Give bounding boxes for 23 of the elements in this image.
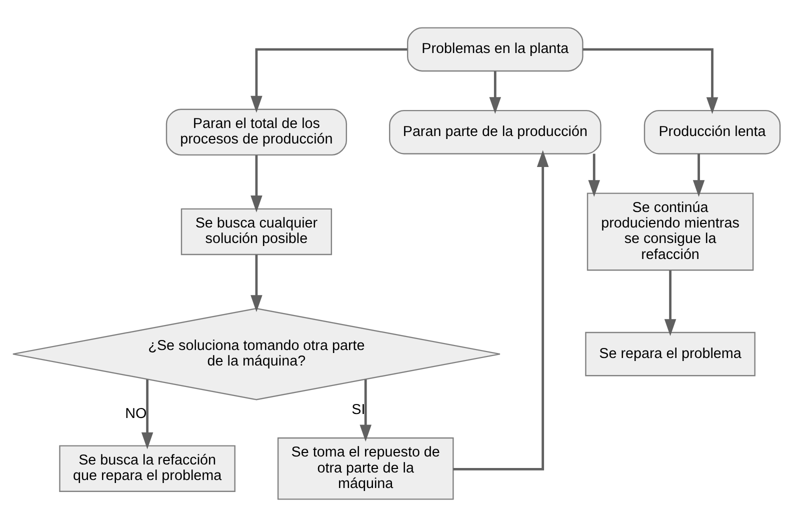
node-box: Paran el total de los procesos de producción [166,108,348,156]
node-box: Producción lenta [644,110,781,154]
edge-label: SI [352,402,366,418]
arrow [588,154,600,197]
node-box: Se busca cualquier solución posible [180,208,332,256]
arrow [360,379,372,442]
arrow [489,71,502,114]
node-diamond: ¿Se soluciona tomando otra parte de la máquina? [12,308,501,400]
node-box: Se repara el problema [585,332,756,376]
node-box: Se busca la refacción que repara el problema [59,445,236,492]
arrow [250,48,408,113]
arrow [582,48,718,114]
arrow [664,270,676,336]
node-box: Problemas en la planta [407,27,584,72]
node-box: Se continúa produciendo mientras se consigue la refacción [586,192,754,271]
edge-label: NO [125,406,147,422]
arrow [141,379,154,450]
node-box: Se toma el repuesto de otra parte de la máquina [277,437,454,500]
arrow [692,154,705,197]
node-box: Paran parte de la producción [389,110,602,154]
arrow [250,155,262,212]
arrow [453,150,549,470]
arrow [250,254,262,312]
